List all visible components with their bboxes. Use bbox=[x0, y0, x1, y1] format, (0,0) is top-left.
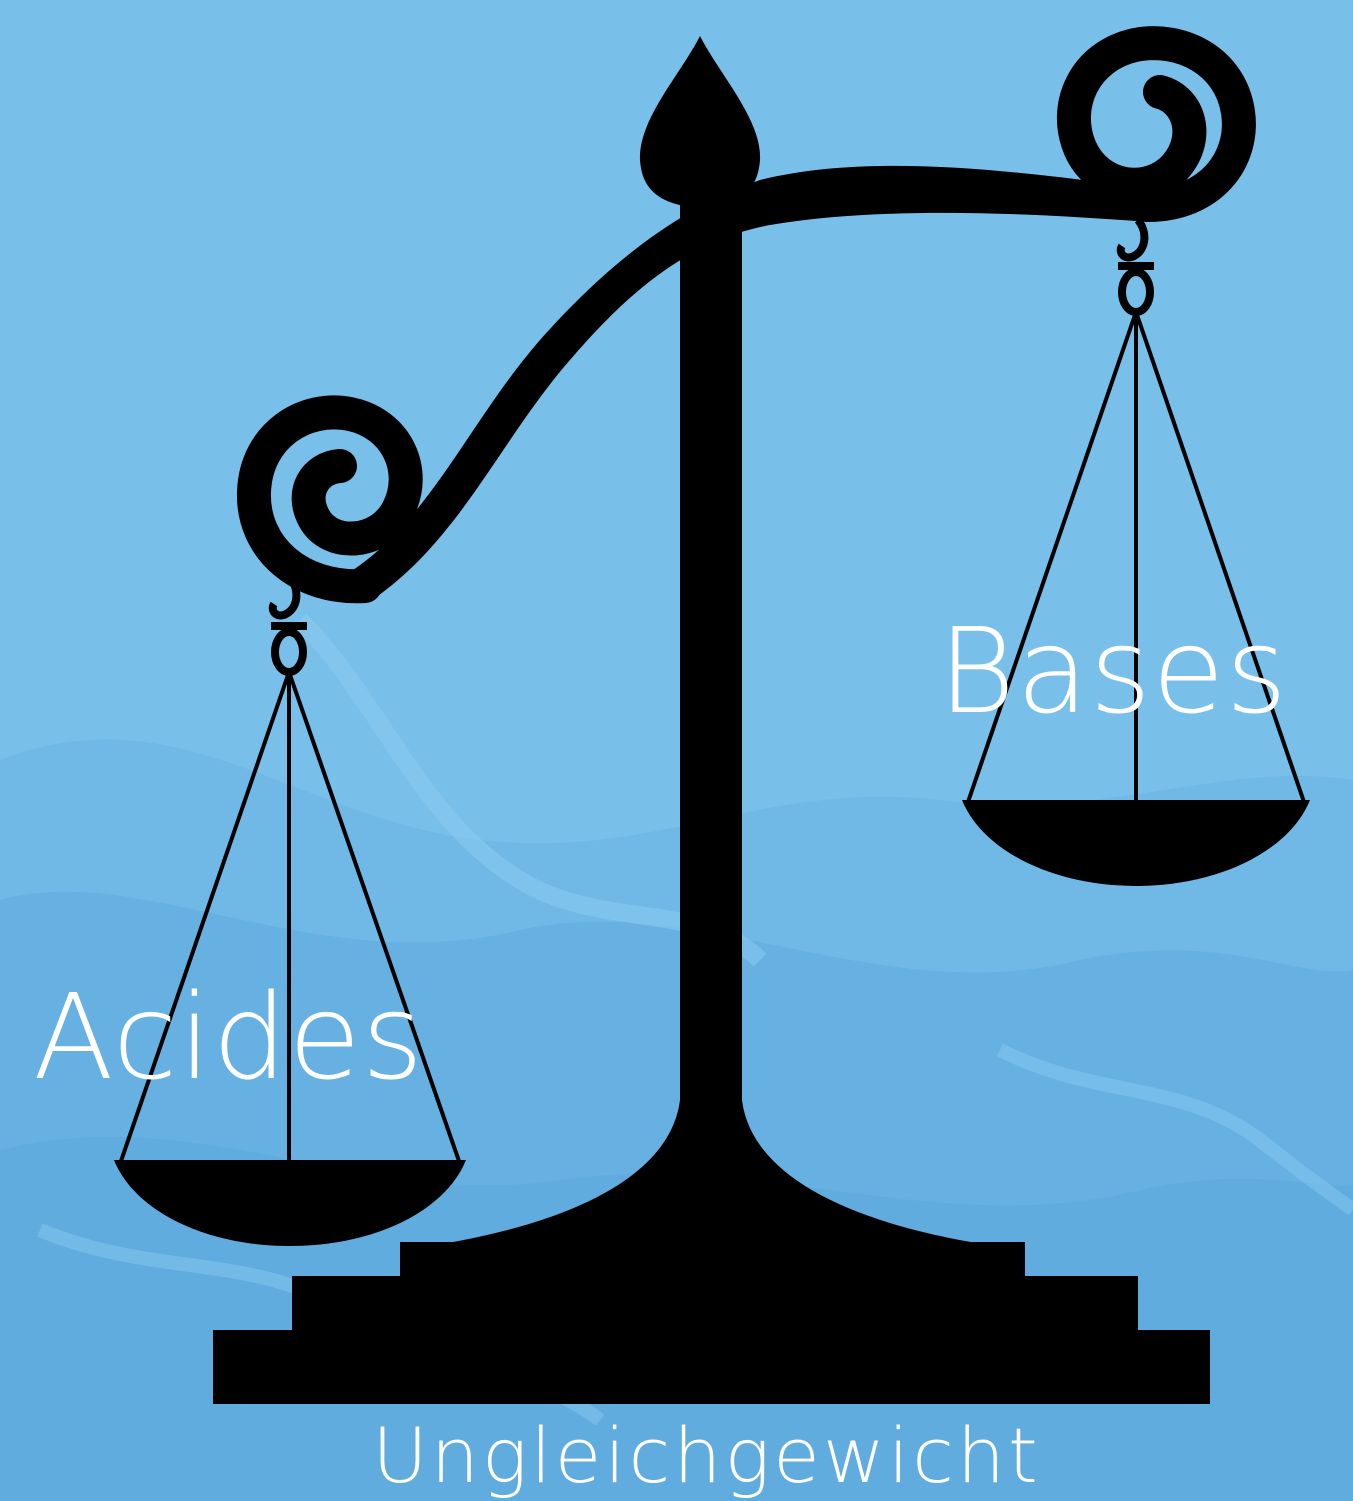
caption-label: Ungleichgewicht bbox=[0, 1418, 1353, 1494]
base-step-bottom bbox=[213, 1330, 1210, 1404]
acides-label: Acides bbox=[33, 978, 424, 1096]
bases-label: Bases bbox=[938, 612, 1288, 730]
central-post bbox=[680, 200, 742, 1120]
base-step-middle bbox=[292, 1276, 1138, 1334]
base-step-top bbox=[400, 1242, 1025, 1280]
